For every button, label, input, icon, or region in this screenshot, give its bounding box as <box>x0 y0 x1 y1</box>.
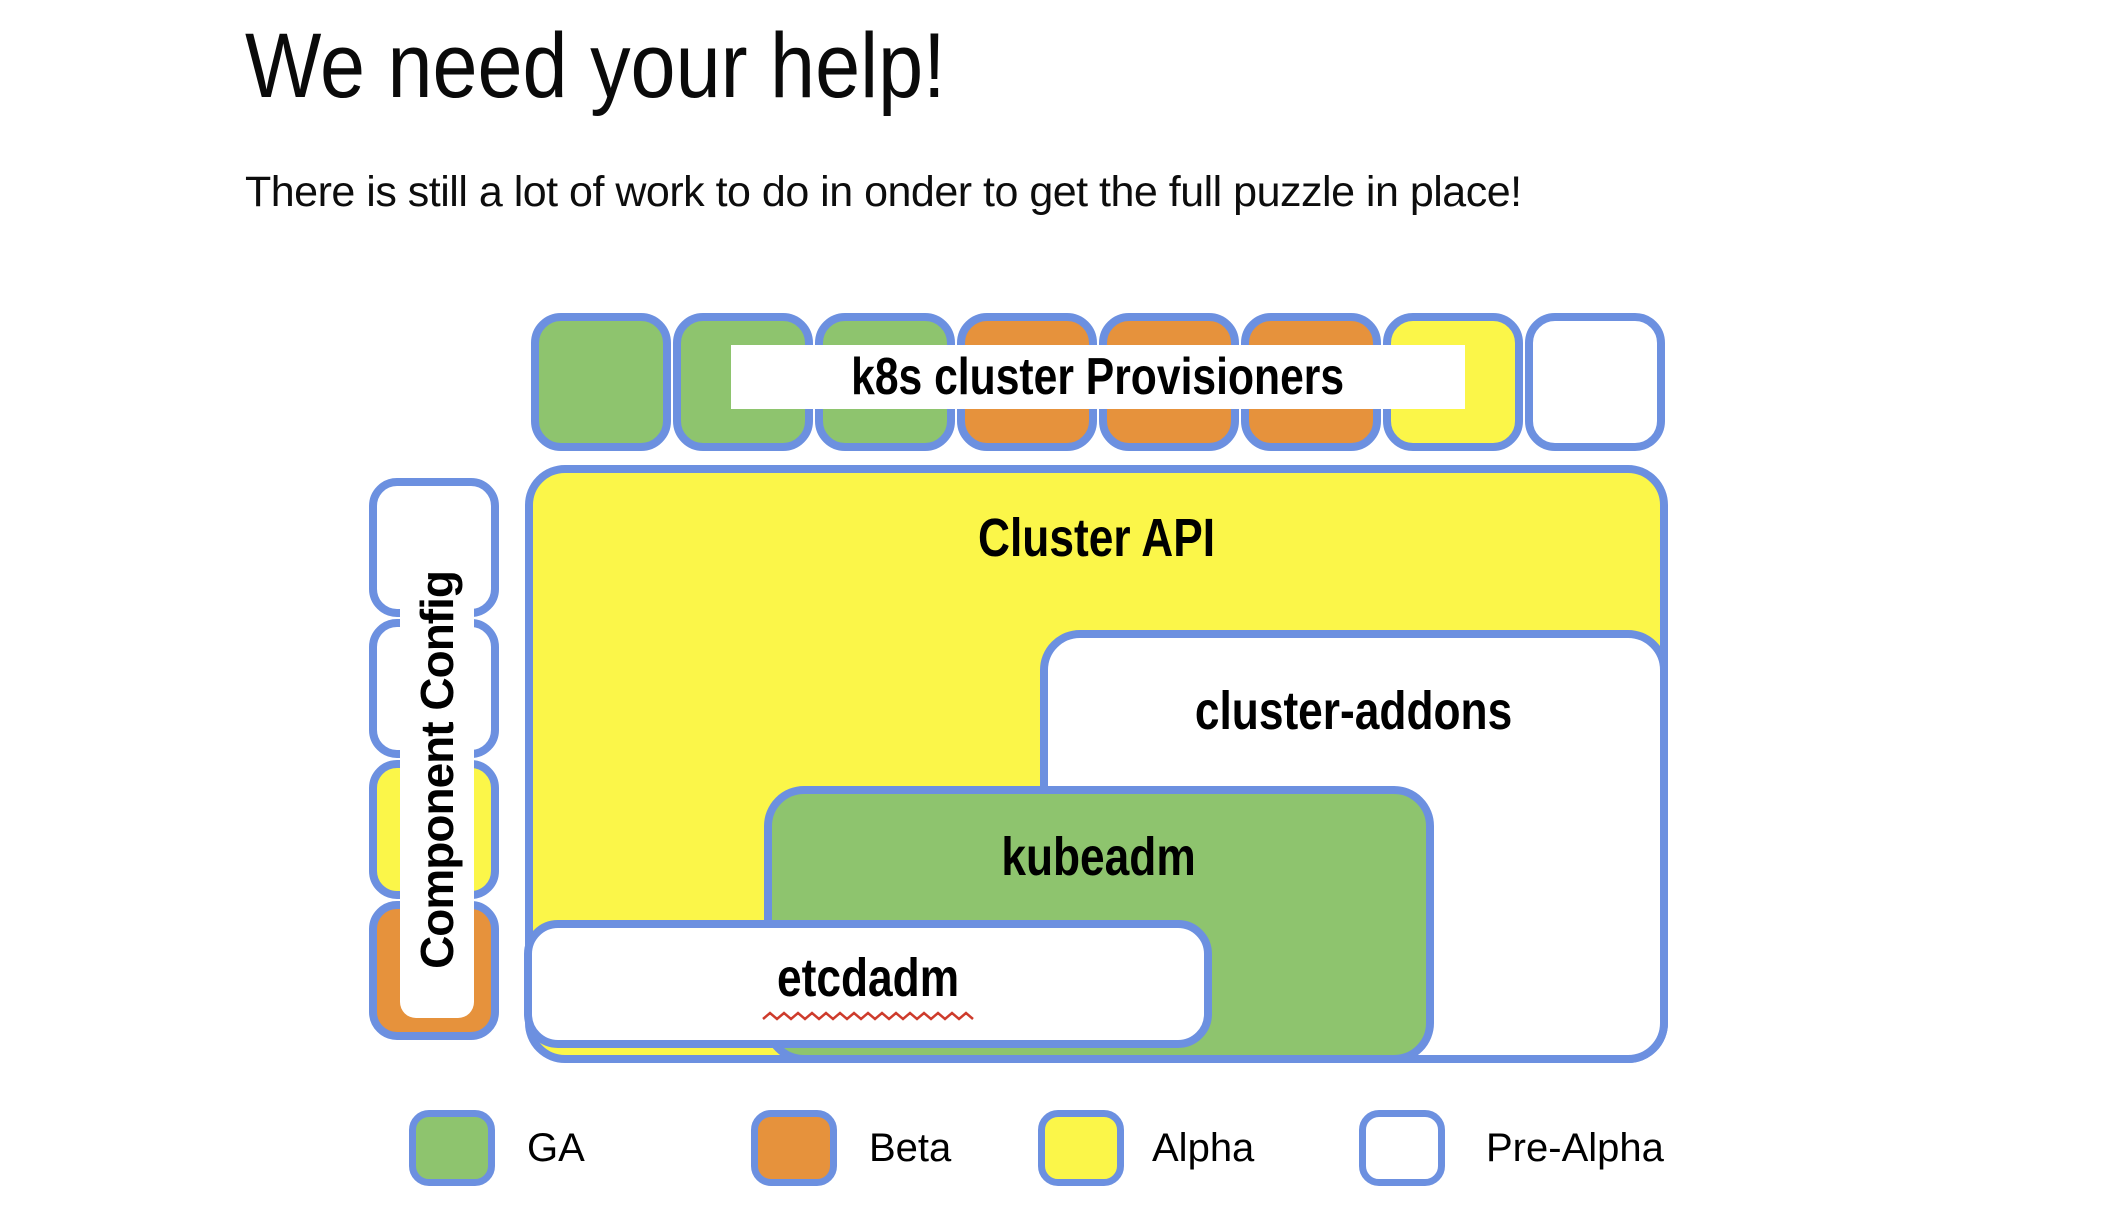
page-title: We need your help! <box>245 18 1041 115</box>
legend-label-alpha: Alpha <box>1152 1125 1255 1170</box>
cluster-api-label-wrap: Cluster API <box>533 507 1660 569</box>
provisioner-piece-1-ga <box>531 313 671 451</box>
spellcheck-squiggle-underline <box>762 1010 974 1021</box>
kubeadm-label: kubeadm <box>1001 827 1197 887</box>
component-config-label: Component Config <box>411 571 463 969</box>
component-config-label-box: Component Config <box>400 522 474 1018</box>
provisioner-piece-8-pre_alpha <box>1525 313 1665 451</box>
cluster-api-label: Cluster API <box>977 508 1216 568</box>
provisioners-label: k8s cluster Provisioners <box>851 348 1345 406</box>
kubeadm-label-wrap: kubeadm <box>772 826 1426 888</box>
cluster-addons-label-wrap: cluster-addons <box>1048 680 1660 742</box>
legend-swatch-beta <box>751 1110 837 1186</box>
legend-label-pre_alpha: Pre-Alpha <box>1486 1125 1664 1170</box>
legend-swatch-ga <box>409 1110 495 1186</box>
page-title-text: We need your help! <box>245 15 946 117</box>
legend-label-ga: GA <box>527 1125 585 1170</box>
etcdadm-box: etcdadm <box>524 920 1212 1048</box>
page-subtitle: There is still a lot of work to do in on… <box>245 168 1522 216</box>
legend-swatch-pre_alpha <box>1359 1110 1445 1186</box>
provisioners-label-box: k8s cluster Provisioners <box>731 345 1465 409</box>
cluster-addons-label: cluster-addons <box>1195 681 1513 741</box>
legend-label-beta: Beta <box>869 1125 952 1170</box>
etcdadm-label: etcdadm <box>776 947 960 1008</box>
legend-swatch-alpha <box>1038 1110 1124 1186</box>
etcdadm-label-wrap: etcdadm <box>757 947 979 1022</box>
